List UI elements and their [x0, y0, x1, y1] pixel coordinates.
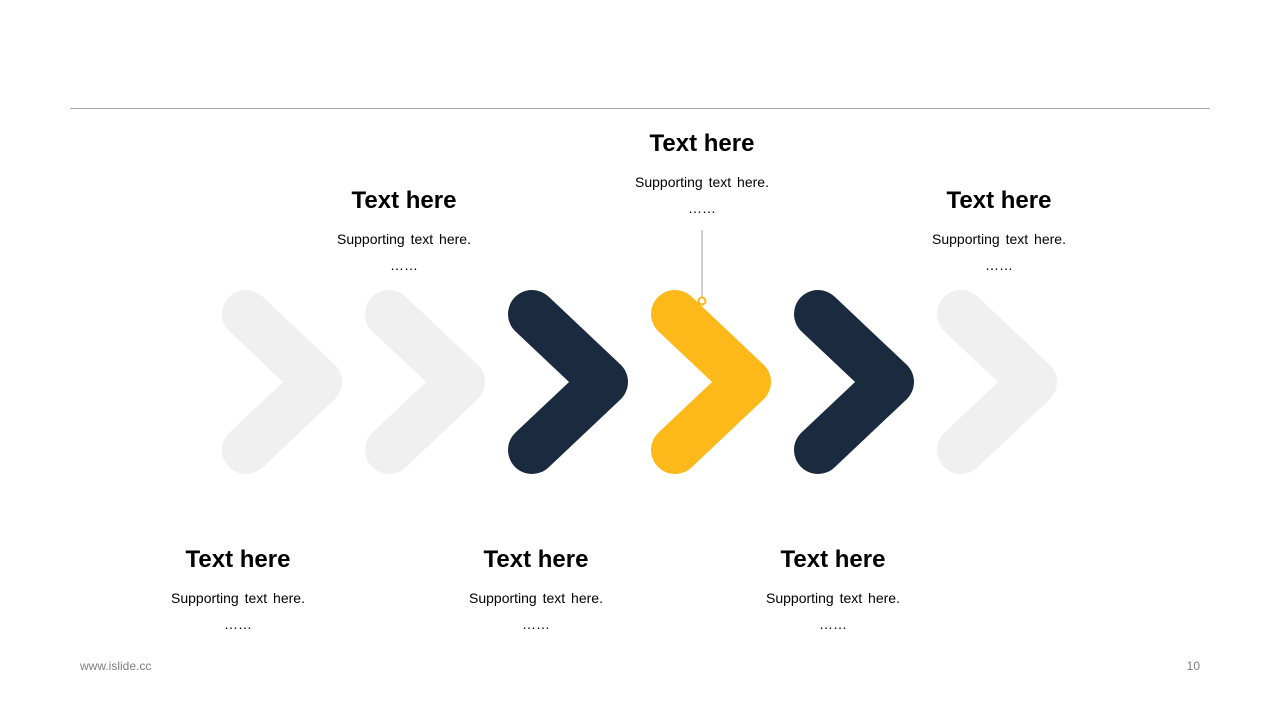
step-5-subtitle: Supporting text here.	[766, 590, 900, 606]
chevron-arrow-6	[937, 290, 1057, 474]
step-1-dots: ……	[224, 616, 252, 632]
step-3-title: Text here	[483, 546, 589, 573]
text-block-step-3: Text here Supporting text here. ……	[416, 546, 656, 631]
step-1-subtitle: Supporting text here.	[171, 590, 305, 606]
top-divider-line	[70, 108, 1210, 109]
text-block-step-5: Text here Supporting text here. ……	[713, 546, 953, 631]
page-number: 10	[1186, 659, 1200, 673]
text-block-step-2: Text here Supporting text here. ……	[284, 187, 524, 272]
chevron-arrow-1	[222, 290, 342, 474]
step-5-title: Text here	[780, 546, 886, 573]
step-5-dots: ……	[819, 616, 847, 632]
connector-dot	[697, 296, 707, 306]
step-1-title: Text here	[185, 546, 291, 573]
step-6-title: Text here	[946, 187, 1052, 214]
chevron-arrow-2	[365, 290, 485, 474]
footer-website: www.islide.cc	[80, 659, 152, 673]
step-6-dots: ……	[985, 257, 1013, 273]
step-3-subtitle: Supporting text here.	[469, 590, 603, 606]
chevron-arrow-4	[651, 290, 771, 474]
step-6-subtitle: Supporting text here.	[932, 231, 1066, 247]
text-block-step-1: Text here Supporting text here. ……	[118, 546, 358, 631]
step-2-title: Text here	[351, 187, 457, 214]
chevron-arrow-3	[508, 290, 628, 474]
step-4-subtitle: Supporting text here.	[635, 174, 769, 190]
text-block-step-4: Text here Supporting text here. ……	[582, 130, 822, 215]
step-3-dots: ……	[522, 616, 550, 632]
chevron-arrow-5	[794, 290, 914, 474]
text-block-step-6: Text here Supporting text here. ……	[879, 187, 1119, 272]
step-4-dots: ……	[688, 200, 716, 216]
step-4-title: Text here	[649, 130, 755, 157]
step-2-subtitle: Supporting text here.	[337, 231, 471, 247]
step-2-dots: ……	[390, 257, 418, 273]
